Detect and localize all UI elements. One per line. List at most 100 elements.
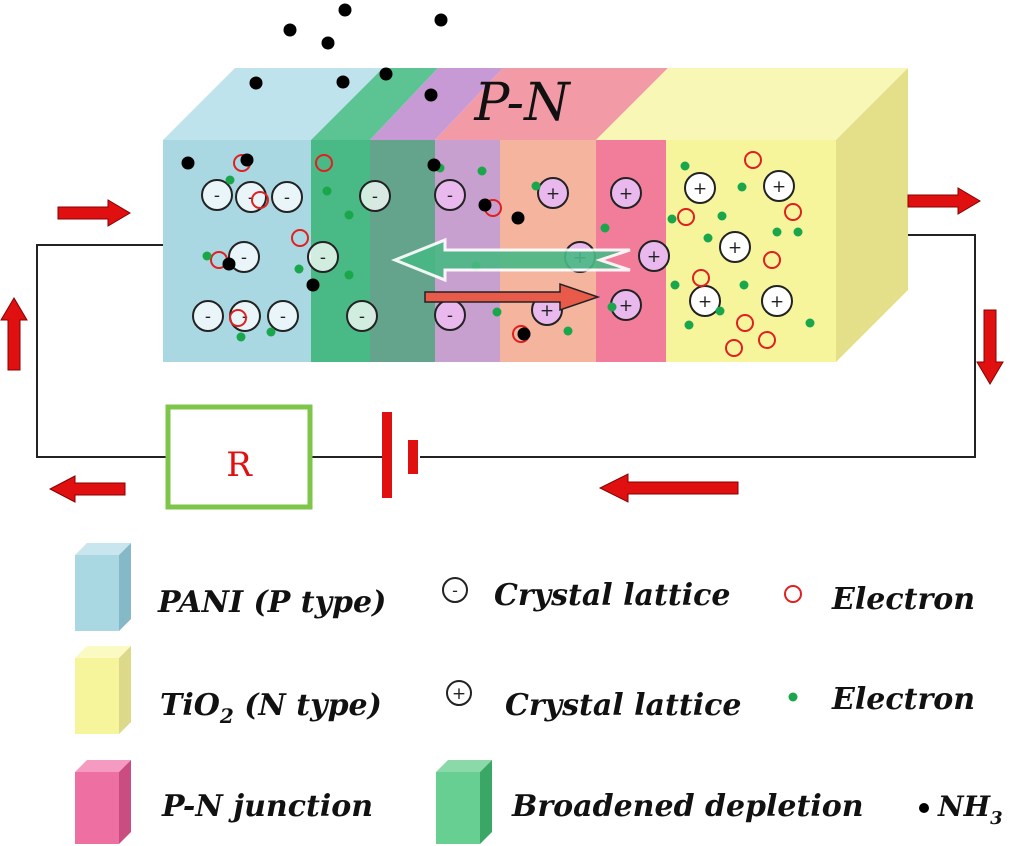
electron-ring [251, 191, 269, 209]
electron-dot [492, 307, 502, 317]
electron-dot [703, 233, 713, 243]
electron-dot [344, 270, 354, 280]
electron-dot [684, 320, 694, 330]
electron-dot [680, 161, 690, 171]
electron-dot [737, 182, 747, 192]
svg-text:+: + [452, 684, 466, 704]
nh3-molecule [427, 158, 441, 172]
lattice-ion-positive: + [537, 177, 569, 209]
electron-dot [667, 214, 677, 224]
electron-dot [600, 223, 610, 233]
electron-ring [763, 251, 781, 269]
legend-icon-nh3 [919, 803, 929, 813]
legend-label-nh3: NH3 [937, 790, 1003, 829]
svg-text:+: + [772, 177, 786, 197]
svg-text:+: + [540, 301, 554, 321]
lattice-ion-negative: - [267, 300, 299, 332]
nh3-molecules [181, 3, 531, 341]
nh3-molecule [181, 156, 195, 170]
electron-ring [725, 339, 743, 357]
lattice-ion-negative: - [235, 181, 267, 213]
electron-dot [715, 306, 725, 316]
electron-ring [291, 229, 309, 247]
arrow-left-bottom-left [48, 475, 126, 503]
svg-text:-: - [284, 188, 290, 208]
lattice-ion-positive: + [689, 285, 721, 317]
electron-ring [744, 151, 762, 169]
legend-label-lattice-negative: Crystal lattice [494, 578, 730, 613]
electron-ring [677, 208, 695, 226]
legend-label-lattice-positive: Crystal lattice [505, 688, 741, 723]
legend-swatch-pani [75, 543, 131, 631]
resistor-label: R [226, 445, 253, 485]
electron-dot [202, 251, 212, 261]
nh3-molecule [478, 198, 492, 212]
electron-dot [670, 280, 680, 290]
lattice-ion-positive: + [719, 231, 751, 263]
lattice-ion-negative: - [271, 181, 303, 213]
arrow-down-right [976, 309, 1004, 385]
legend-label-depletion: Broadened depletion [511, 789, 864, 824]
svg-text:-: - [248, 188, 254, 208]
svg-text:+: + [698, 292, 712, 312]
svg-text:+: + [619, 184, 633, 204]
electron-dot [266, 327, 276, 337]
legend-icon-lattice-positive: + [446, 680, 472, 706]
svg-text:-: - [372, 187, 378, 207]
lattice-ion-negative: - [192, 300, 224, 332]
legend-swatch-pn-junction [75, 760, 131, 844]
electron-dot [793, 227, 803, 237]
svg-text:+: + [619, 296, 633, 316]
legend-label-electron-dot: Electron [831, 682, 975, 717]
circuit-wire [36, 234, 976, 458]
legend-swatch-tio2 [75, 646, 131, 734]
nh3-molecule [240, 153, 254, 167]
circuit-arrows [0, 187, 1004, 503]
svg-text:+: + [647, 247, 661, 267]
electron-dot [294, 264, 304, 274]
electron-dot [739, 280, 749, 290]
nh3-molecule [249, 76, 263, 90]
lattice-ion-negative: - [434, 179, 466, 211]
lattice-ion-positive: + [610, 289, 642, 321]
arrow-right-top-right [907, 187, 981, 215]
nh3-molecule [379, 67, 393, 81]
nh3-molecule [222, 257, 236, 271]
svg-text:-: - [447, 306, 453, 326]
drift-arrow-right [424, 282, 601, 312]
legend-icon-electron-ring [784, 585, 802, 603]
nh3-molecule [511, 211, 525, 225]
nh3-molecule [434, 13, 448, 27]
svg-text:-: - [241, 248, 247, 268]
legend: PANI (P type) TiO2 (N type) P-N junction… [75, 543, 1003, 844]
legend-swatch-depletion [436, 760, 492, 844]
electron-dot [236, 332, 246, 342]
electron-ring [229, 309, 247, 327]
legend-label-pani: PANI (P type) [157, 585, 386, 620]
nh3-molecule [424, 88, 438, 102]
nh3-molecule [321, 36, 335, 50]
lattice-ion-negative: - [201, 179, 233, 211]
electron-dot [772, 227, 782, 237]
electron-ring [315, 154, 333, 172]
nh3-molecule [338, 3, 352, 17]
legend-label-tio2: TiO2 (N type) [160, 688, 382, 728]
battery [382, 412, 418, 498]
arrow-left-bottom-right [598, 473, 739, 503]
negative-lattice-ions: ------------ [192, 179, 466, 332]
svg-text:-: - [320, 248, 326, 268]
lattice-ion-negative: - [307, 241, 339, 273]
svg-text:-: - [280, 307, 286, 327]
lattice-ion-negative: - [346, 300, 378, 332]
depletion-block [311, 68, 438, 362]
electron-dot [717, 211, 727, 221]
electron-dot [344, 210, 354, 220]
svg-text:+: + [728, 238, 742, 258]
electron-ring [736, 314, 754, 332]
legend-icon-electron-dot [788, 692, 798, 702]
svg-text:-: - [205, 307, 211, 327]
svg-text:+: + [693, 179, 707, 199]
svg-text:+: + [546, 184, 560, 204]
electron-dot [805, 318, 815, 328]
